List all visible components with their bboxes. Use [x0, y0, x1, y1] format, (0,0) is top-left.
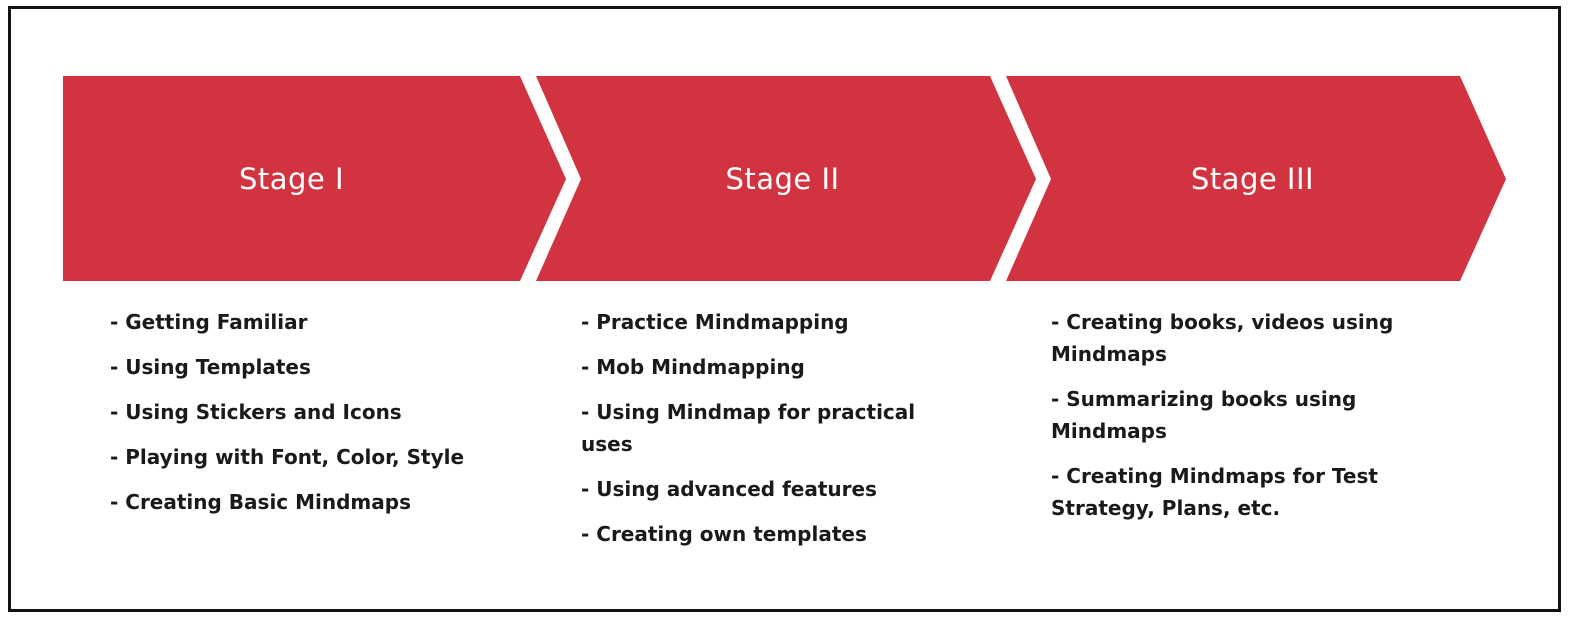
stage-3-title: Stage III: [1190, 162, 1315, 196]
list-item: - Creating Mindmaps for Test Strategy, P…: [1051, 464, 1378, 520]
stage-2-items: - Practice Mindmapping - Mob Mindmapping…: [581, 306, 941, 563]
list-item: - Using Templates: [110, 355, 311, 379]
stage-2-chevron: [536, 76, 1036, 281]
list-item: - Playing with Font, Color, Style: [110, 445, 465, 469]
stage-1-title: Stage I: [238, 162, 345, 196]
stage-3-chevron: [1006, 76, 1506, 281]
list-item: - Using advanced features: [581, 477, 877, 501]
stage-2-title: Stage II: [725, 162, 840, 196]
list-item: - Creating books, videos using Mindmaps: [1051, 310, 1394, 366]
list-item: - Getting Familiar: [110, 310, 308, 334]
list-item: - Practice Mindmapping: [581, 310, 849, 334]
stage-1-chevron: [63, 76, 566, 281]
stage-1-items: - Getting Familiar - Using Templates - U…: [110, 306, 530, 531]
list-item: - Summarizing books using Mindmaps: [1051, 387, 1357, 443]
list-item: - Creating own templates: [581, 522, 867, 546]
list-item: - Creating Basic Mindmaps: [110, 490, 411, 514]
list-item: - Using Stickers and Icons: [110, 400, 402, 424]
list-item: - Using Mindmap for practical uses: [581, 400, 916, 456]
list-item: - Mob Mindmapping: [581, 355, 805, 379]
stage-3-items: - Creating books, videos using Mindmaps …: [1051, 306, 1431, 537]
